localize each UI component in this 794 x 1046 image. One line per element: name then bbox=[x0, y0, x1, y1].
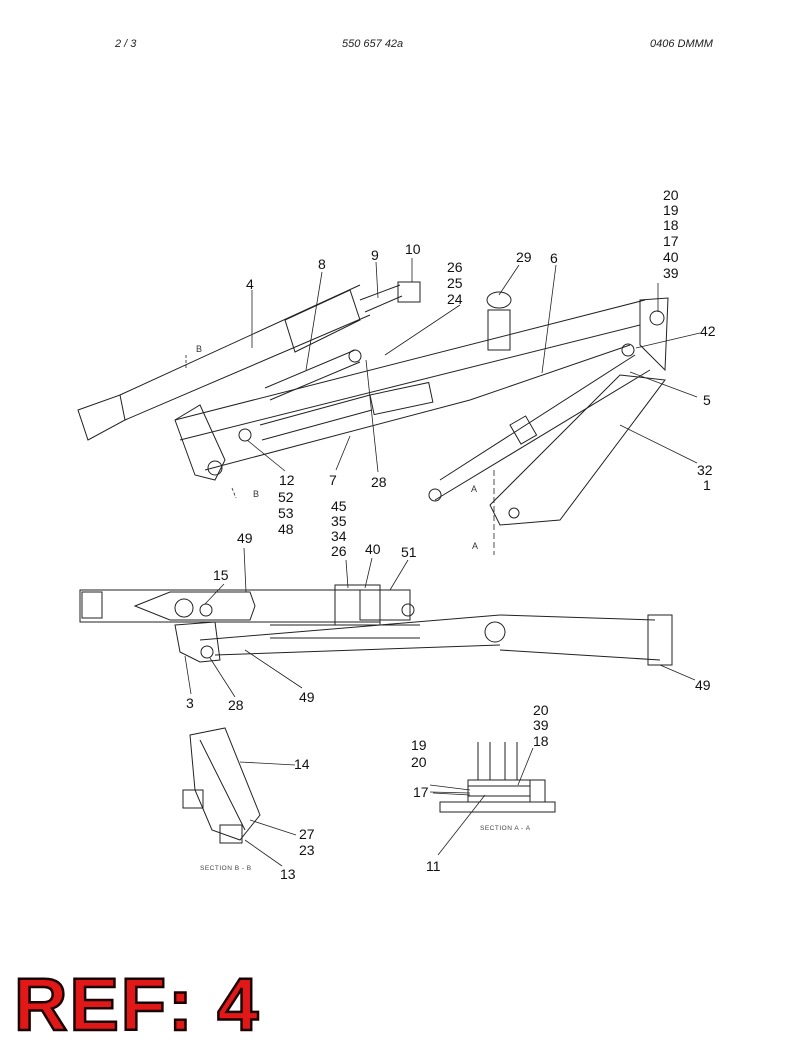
label-53: 53 bbox=[278, 505, 294, 521]
label-19-top: 19 bbox=[663, 202, 679, 218]
label-27: 27 bbox=[299, 826, 315, 842]
label-28-mid: 28 bbox=[228, 697, 244, 713]
label-23: 23 bbox=[299, 842, 315, 858]
label-49-bottom: 49 bbox=[299, 689, 315, 705]
label-42: 42 bbox=[700, 323, 716, 339]
part-labels: 20 19 18 17 40 39 10 9 8 26 25 24 29 6 4… bbox=[186, 187, 716, 882]
boom-bracket bbox=[397, 281, 421, 303]
label-52: 52 bbox=[278, 489, 294, 505]
caption-section-a-a: SECTION A - A bbox=[480, 825, 531, 832]
label-19-sec: 19 bbox=[411, 737, 427, 753]
label-40-mid: 40 bbox=[365, 541, 381, 557]
label-35: 35 bbox=[331, 513, 347, 529]
label-39-top: 39 bbox=[663, 265, 679, 281]
label-26-top: 26 bbox=[447, 259, 463, 275]
lower-arm-plate bbox=[489, 374, 666, 526]
label-18-sec: 18 bbox=[533, 733, 549, 749]
document-number: 550 657 42a bbox=[342, 38, 404, 50]
section-b-b-body bbox=[189, 727, 261, 841]
label-29: 29 bbox=[516, 249, 532, 265]
top-pin-bracket bbox=[639, 297, 669, 372]
label-24: 24 bbox=[447, 291, 463, 307]
ref-label: REF: 4 bbox=[13, 963, 261, 1046]
label-48: 48 bbox=[278, 521, 294, 537]
label-17-top: 17 bbox=[663, 233, 679, 249]
label-51: 51 bbox=[401, 544, 417, 560]
label-1: 1 bbox=[703, 477, 711, 493]
top-assembly bbox=[77, 281, 669, 526]
leader-lines bbox=[184, 258, 701, 867]
page-number: 2 / 3 bbox=[115, 38, 137, 50]
pivot-plate bbox=[174, 404, 226, 481]
label-9: 9 bbox=[371, 247, 379, 263]
label-34: 34 bbox=[331, 528, 347, 544]
label-25: 25 bbox=[447, 275, 463, 291]
label-28-top: 28 bbox=[371, 474, 387, 490]
label-13: 13 bbox=[280, 866, 296, 882]
label-49-right: 49 bbox=[695, 677, 711, 693]
label-20-sec: 20 bbox=[533, 702, 549, 718]
section-b-mark-bottom: B bbox=[253, 489, 259, 499]
section-a-a bbox=[439, 742, 556, 813]
section-b-mark-top: B bbox=[196, 344, 202, 354]
label-6: 6 bbox=[550, 250, 558, 266]
section-a-mark-top: A bbox=[471, 484, 477, 494]
label-10: 10 bbox=[405, 241, 421, 257]
section-marks: B B A A bbox=[196, 344, 478, 551]
label-3: 3 bbox=[186, 695, 194, 711]
label-45: 45 bbox=[331, 498, 347, 514]
label-40-top: 40 bbox=[663, 249, 679, 265]
beam-plate bbox=[133, 591, 256, 621]
section-a-a-base bbox=[439, 801, 556, 813]
label-49-left: 49 bbox=[237, 530, 253, 546]
section-a-a-block bbox=[467, 779, 531, 803]
label-11: 11 bbox=[426, 858, 441, 874]
drawing-code: 0406 DMMM bbox=[650, 38, 713, 50]
middle-assembly bbox=[79, 470, 673, 666]
label-14: 14 bbox=[294, 756, 310, 772]
label-18-top: 18 bbox=[663, 217, 679, 233]
label-15: 15 bbox=[213, 567, 229, 583]
label-39-sec: 39 bbox=[533, 717, 549, 733]
label-12: 12 bbox=[279, 472, 295, 488]
label-5: 5 bbox=[703, 392, 711, 408]
label-20-top: 20 bbox=[663, 187, 679, 203]
caption-section-b-b: SECTION B - B bbox=[200, 865, 252, 872]
pivot-plate-3 bbox=[174, 621, 221, 663]
label-26-mid: 26 bbox=[331, 543, 347, 559]
label-7: 7 bbox=[329, 472, 337, 488]
section-b-b bbox=[182, 727, 261, 844]
boom-clamp bbox=[284, 289, 361, 353]
label-20-sec-left: 20 bbox=[411, 754, 427, 770]
label-32: 32 bbox=[697, 462, 713, 478]
label-4: 4 bbox=[246, 276, 254, 292]
label-17-sec: 17 bbox=[413, 784, 429, 800]
section-a-mark-bottom: A bbox=[472, 541, 478, 551]
label-8: 8 bbox=[318, 256, 326, 272]
boom-end-cap bbox=[77, 394, 126, 441]
